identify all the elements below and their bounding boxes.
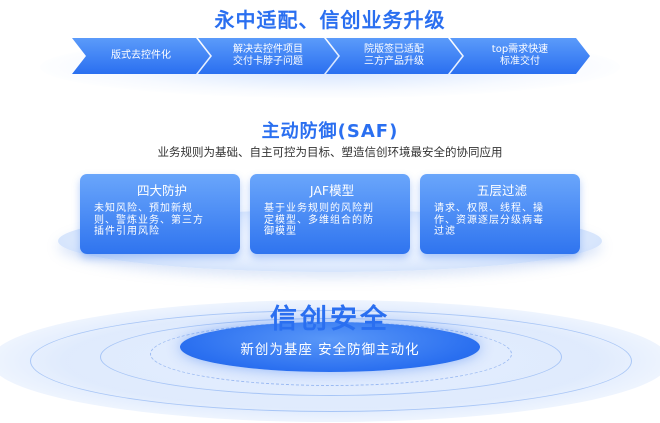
top-title: 永中适配、信创业务升级 bbox=[214, 8, 446, 32]
chevron-step-2: 解决去控件项目交付卡脖子问题 bbox=[198, 38, 338, 74]
card-3-text: 请求、权限、线程、操 作、资源逐层分级病毒 过滤 bbox=[434, 203, 570, 238]
chevron-steps: 版式去控件化 解决去控件项目交付卡脖子问题 院版签已适配三方产品升级 top需求… bbox=[72, 38, 592, 74]
step-4-line-1: top需求快速 bbox=[491, 44, 549, 55]
card-3-line-1: 请求、权限、线程、操 bbox=[434, 203, 544, 214]
middle-title: 主动防御(SAF) bbox=[261, 121, 399, 142]
card-1-line-2: 则、警炼业务、第三方 bbox=[94, 214, 204, 226]
step-1-line-1: 版式去控件化 bbox=[111, 50, 171, 61]
card-3-title: 五层过滤 bbox=[476, 183, 527, 198]
card-2-line-2: 定模型、多维组合的防 bbox=[264, 214, 374, 226]
card-3-line-2: 作、资源逐层分级病毒 bbox=[434, 214, 544, 226]
bottom-slogan: 新创为基座 安全防御主动化 bbox=[240, 342, 420, 358]
step-3-line-1: 院版签已适配 bbox=[364, 44, 424, 55]
bottom-ring-middle bbox=[100, 318, 562, 396]
card-four-protections: 四大防护 未知风险、预加新规 则、警炼业务、第三方 插件引用风险 bbox=[80, 174, 240, 254]
chevron-step-4: top需求快速标准交付 bbox=[450, 38, 590, 74]
step-3-line-2: 三方产品升级 bbox=[364, 56, 424, 67]
bottom-title: 信创安全 bbox=[270, 304, 390, 335]
card-jaf-model: JAF模型 基于业务规则的风险判 定模型、多维组合的防 御模型 bbox=[250, 174, 410, 254]
card-1-line-3: 插件引用风险 bbox=[94, 226, 160, 237]
card-2-line-3: 御模型 bbox=[264, 226, 297, 237]
card-2-title: JAF模型 bbox=[309, 183, 355, 198]
step-2-line-1: 解决去控件项目 bbox=[233, 44, 303, 55]
card-2-text: 基于业务规则的风险判 定模型、多维组合的防 御模型 bbox=[264, 203, 400, 238]
middle-subtitle: 业务规则为基础、自主可控为目标、塑造信创环境最安全的协同应用 bbox=[157, 145, 503, 159]
card-2-line-1: 基于业务规则的风险判 bbox=[264, 203, 374, 214]
step-2-line-2: 交付卡脖子问题 bbox=[233, 56, 303, 67]
card-five-layer-filter: 五层过滤 请求、权限、线程、操 作、资源逐层分级病毒 过滤 bbox=[420, 174, 580, 254]
step-4-line-2: 标准交付 bbox=[499, 56, 540, 67]
card-3-line-3: 过滤 bbox=[434, 226, 456, 237]
card-1-line-1: 未知风险、预加新规 bbox=[94, 203, 193, 214]
bottom-core-ellipse bbox=[180, 322, 480, 372]
card-1-text: 未知风险、预加新规 则、警炼业务、第三方 插件引用风险 bbox=[94, 203, 230, 238]
bottom-ring-outer bbox=[30, 310, 632, 412]
chevron-step-1: 版式去控件化 bbox=[72, 38, 210, 74]
card-1-title: 四大防护 bbox=[136, 183, 187, 198]
chevron-step-3: 院版签已适配三方产品升级 bbox=[326, 38, 462, 74]
